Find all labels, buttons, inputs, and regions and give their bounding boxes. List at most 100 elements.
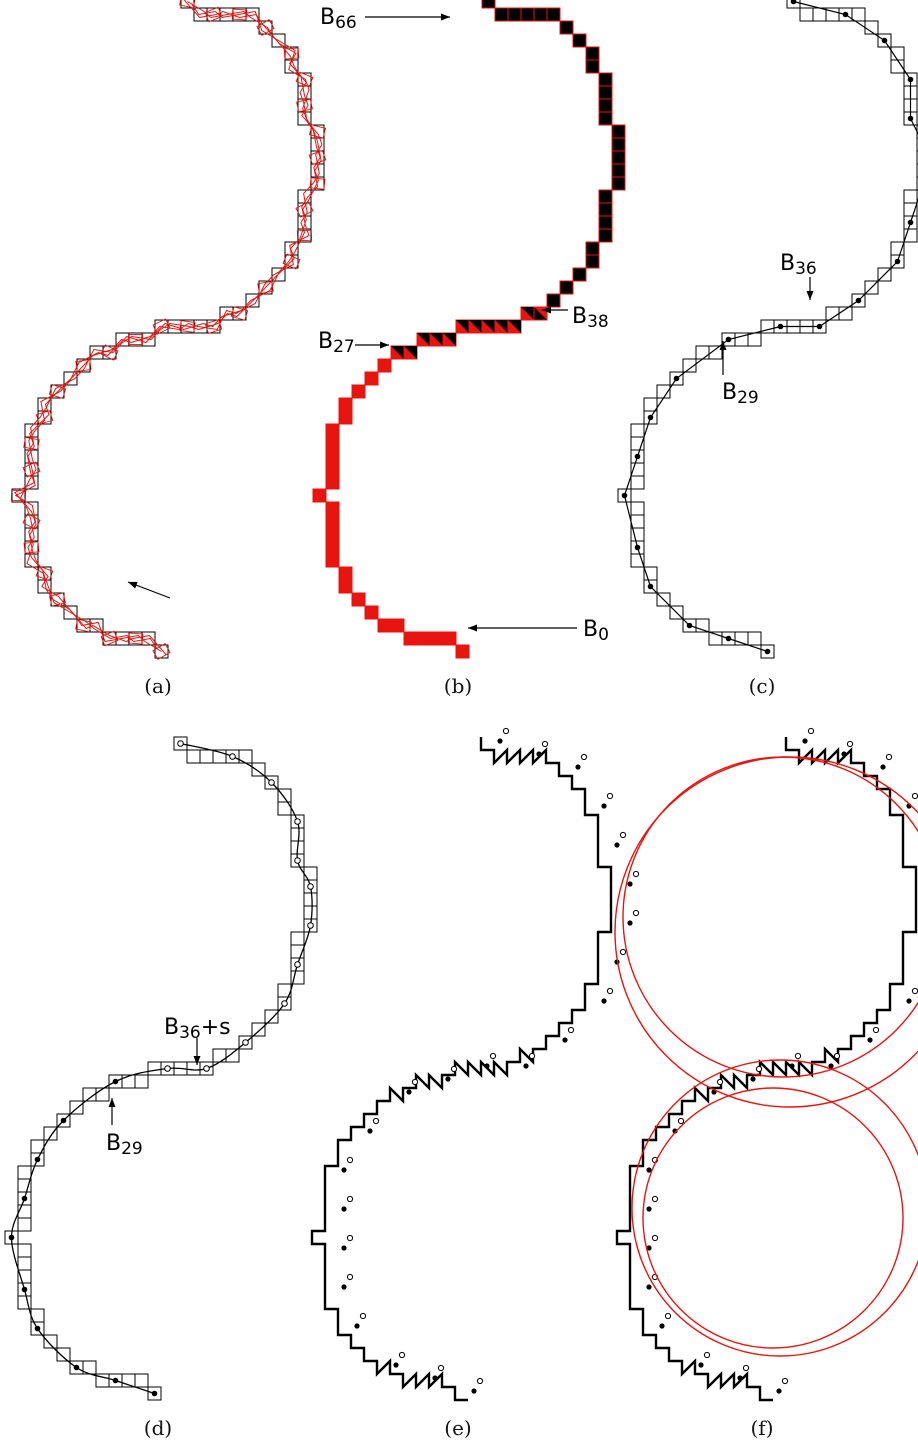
d-pixel <box>303 892 318 907</box>
f-open-dot <box>716 1078 724 1086</box>
d-open-dot <box>281 1000 288 1007</box>
c-vertex-dot <box>777 323 784 330</box>
e-open-dot <box>411 1078 419 1086</box>
b-red-pixel <box>390 618 405 633</box>
e-filled-dot <box>523 1063 529 1069</box>
panel-c-polygon-with-vertices <box>617 0 918 659</box>
c-vertex-dot <box>686 622 693 629</box>
b-half-pixel-marker <box>521 307 534 320</box>
b-red-pixel <box>325 540 340 555</box>
a-red-segment-box <box>231 8 248 21</box>
a-red-segment-box <box>308 124 327 139</box>
b-red-pixel <box>429 631 444 646</box>
e-open-dot <box>567 1026 575 1034</box>
b-black-pixel <box>598 215 613 230</box>
b-red-pixel <box>325 462 340 477</box>
a-red-segment-box <box>152 643 171 660</box>
a-red-segment-box <box>35 410 54 425</box>
c-vertex-dot <box>764 648 771 655</box>
d-open-dot <box>177 740 184 747</box>
b-half-pixel-marker <box>495 320 508 333</box>
a-red-segment-box <box>179 0 196 9</box>
d-pixel <box>199 749 214 764</box>
d-vertex-dot <box>112 1377 119 1384</box>
f-open-dot <box>781 1377 789 1385</box>
a-red-segment-box <box>282 253 301 270</box>
c-pixel <box>643 566 658 581</box>
b-black-pixel <box>572 267 587 282</box>
d-pixel <box>95 1087 110 1102</box>
b-half-pixel-marker <box>404 346 417 359</box>
d-vertex-dot <box>34 1156 41 1163</box>
f-open-dot <box>742 1364 750 1372</box>
b-red-pixel <box>403 631 418 646</box>
d-pixel <box>17 1204 32 1219</box>
d-pixel <box>43 1334 58 1349</box>
f-open-dot <box>833 1052 841 1060</box>
a-pixel <box>271 33 286 48</box>
c-vertex-dot <box>634 544 641 551</box>
d-pixel <box>277 788 292 803</box>
d-pixel <box>251 762 266 777</box>
c-pixel <box>669 371 684 386</box>
c-pixel <box>760 644 775 659</box>
d-pixel <box>134 1373 149 1388</box>
d-open-dot <box>294 857 301 864</box>
b-black-pixel <box>585 254 600 269</box>
caption-f: (f) <box>750 1416 773 1440</box>
a-red-segment-box <box>309 177 326 190</box>
b-red-pixel <box>364 371 379 386</box>
c-vertex-dot <box>790 0 797 5</box>
b-black-pixel <box>598 72 613 87</box>
f-filled-dot <box>646 1167 652 1173</box>
b-black-pixel <box>546 7 561 22</box>
b-red-pixel <box>377 618 392 633</box>
e-open-dot <box>476 1377 484 1385</box>
c-pixel <box>747 631 762 646</box>
b-half-pixel-marker <box>508 320 521 333</box>
d-open-dot <box>294 961 301 968</box>
e-open-dot <box>632 870 640 878</box>
f-filled-dot <box>737 1375 743 1381</box>
d-pixel <box>264 1009 279 1024</box>
e-open-dot <box>346 1195 354 1203</box>
a-red-segment-box <box>10 489 27 502</box>
d-pixel <box>17 1217 32 1232</box>
e-open-dot <box>619 948 627 956</box>
a-pixel <box>258 20 273 35</box>
c-pixel <box>643 397 658 412</box>
f-open-dot <box>755 1065 763 1073</box>
a-pixel <box>245 293 260 308</box>
b-black-pixel <box>481 0 496 9</box>
a-pixel <box>310 124 325 139</box>
b-red-pixel <box>338 566 353 581</box>
b-black-pixel <box>494 7 509 22</box>
a-red-segment-box <box>295 201 314 218</box>
a-red-segment-box <box>230 306 249 321</box>
e-filled-dot <box>445 1076 451 1082</box>
e-open-dot <box>541 740 549 748</box>
d-open-dot <box>242 1039 249 1046</box>
f-open-dot <box>885 753 893 761</box>
d-vertex-dot <box>34 1325 41 1332</box>
label-b27: B27 <box>318 329 355 357</box>
a-red-segment-box <box>75 618 92 633</box>
e-open-dot <box>346 1156 354 1164</box>
e-open-dot <box>489 1052 497 1060</box>
e-filled-dot <box>601 803 607 809</box>
d-pixel <box>17 1165 32 1180</box>
e-filled-dot <box>575 764 581 770</box>
a-pixel <box>102 631 117 646</box>
f-open-dot <box>703 1351 711 1359</box>
f-filled-dot <box>841 751 847 757</box>
b-red-pixel <box>338 579 353 594</box>
caption-d: (d) <box>144 1416 172 1440</box>
d-open-dot <box>307 922 314 929</box>
e-filled-dot <box>497 738 503 744</box>
label-c-b36: B36 <box>780 251 817 279</box>
d-vertex-dot <box>21 1286 28 1293</box>
e-open-dot <box>502 727 510 735</box>
b-red-pixel <box>377 358 392 373</box>
f-open-dot <box>911 987 918 995</box>
caption-b: (b) <box>444 674 472 698</box>
